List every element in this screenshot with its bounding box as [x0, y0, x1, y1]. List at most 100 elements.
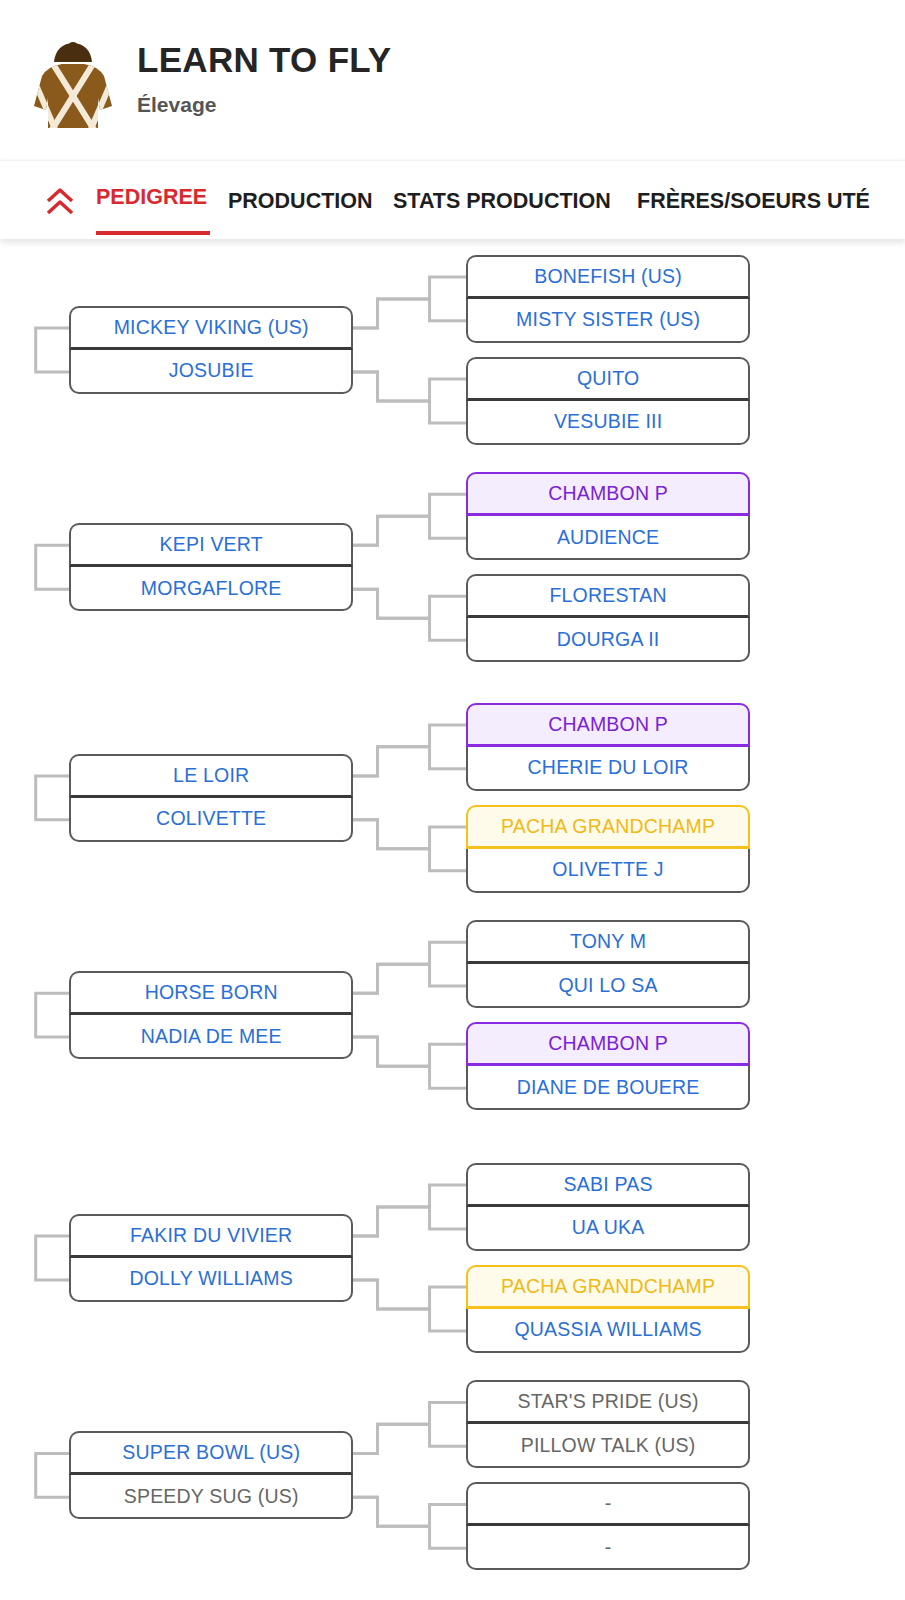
pedigree-connector: [353, 277, 466, 328]
horse-name: COLIVETTE: [156, 807, 266, 830]
horse-name: PILLOW TALK (US): [521, 1434, 696, 1457]
tab-label: PEDIGREE: [96, 185, 207, 210]
horse-name: DOLLY WILLIAMS: [129, 1267, 293, 1290]
horse-name: FAKIR DU VIVIER: [130, 1224, 292, 1247]
parent-box: SPEEDY SUG (US): [69, 1475, 353, 1519]
horse-name: PACHA GRANDCHAMP: [501, 1275, 715, 1298]
grandparent-box: VESUBIE III: [466, 401, 750, 445]
bracket-line: [36, 1236, 70, 1280]
horse-name: CHAMBON P: [548, 482, 668, 505]
grandparent-box: AUDIENCE: [466, 516, 750, 560]
parent-box: SUPER BOWL (US): [69, 1431, 353, 1475]
horse-name: HORSE BORN: [145, 981, 278, 1004]
bracket-line: [36, 776, 70, 820]
pedigree-connector: [353, 516, 466, 545]
grandparent-box: CHAMBON P: [466, 703, 750, 747]
grandparent-box: BONEFISH (US): [466, 255, 750, 299]
horse-name: -: [605, 1536, 612, 1559]
parent-box: MORGAFLORE: [69, 567, 353, 611]
grandparent-box: OLIVETTE J: [466, 849, 750, 893]
parent-box: LE LOIR: [69, 754, 353, 798]
pedigree-connector: [353, 942, 466, 993]
parent-box: NADIA DE MEE: [69, 1015, 353, 1059]
horse-name: QUITO: [577, 367, 639, 390]
horse-name: CHAMBON P: [548, 713, 668, 736]
pedigree-connector: [353, 820, 466, 849]
pedigree-connector: [353, 1207, 466, 1236]
tab-label: PRODUCTION: [228, 189, 373, 214]
pedigree-connector: [353, 1424, 466, 1453]
parent-box: FAKIR DU VIVIER: [69, 1214, 353, 1258]
grandparent-box: SABI PAS: [466, 1163, 750, 1207]
parent-box: COLIVETTE: [69, 798, 353, 842]
grandparent-box: CHAMBON P: [466, 1022, 750, 1066]
parent-box: JOSUBIE: [69, 350, 353, 394]
horse-name: LE LOIR: [173, 764, 249, 787]
horse-name: PACHA GRANDCHAMP: [501, 815, 715, 838]
grandparent-box: CHERIE DU LOIR: [466, 747, 750, 791]
horse-name: SUPER BOWL (US): [122, 1441, 300, 1464]
grandparent-box: PACHA GRANDCHAMP: [466, 805, 750, 849]
pedigree-connector: [353, 494, 466, 545]
pedigree-connector: [353, 725, 466, 776]
subtitle: Élevage: [137, 93, 216, 117]
pedigree-connector: [353, 589, 466, 640]
grandparent-box: -: [466, 1526, 750, 1570]
parent-box: MICKEY VIKING (US): [69, 306, 353, 350]
pedigree-connector: [353, 372, 466, 401]
horse-name: UA UKA: [572, 1216, 645, 1239]
pedigree-connector: [353, 372, 466, 423]
pedigree-connector: [353, 1497, 466, 1548]
grandparent-box: STAR'S PRIDE (US): [466, 1380, 750, 1424]
horse-name: QUI LO SA: [558, 974, 657, 997]
grandparent-box: MISTY SISTER (US): [466, 299, 750, 343]
pedigree-connector: [353, 747, 466, 776]
horse-name: MORGAFLORE: [141, 577, 282, 600]
pedigree-connector: [353, 1402, 466, 1453]
horse-name: FLORESTAN: [549, 584, 666, 607]
grandparent-box: TONY M: [466, 920, 750, 964]
pedigree-connector: [353, 589, 466, 618]
parent-box: KEPI VERT: [69, 523, 353, 567]
pedigree-connector: [353, 1280, 466, 1309]
tab-label: STATS PRODUCTION: [393, 189, 611, 214]
grandparent-box: DOURGA II: [466, 618, 750, 662]
pedigree-connector: [353, 964, 466, 993]
tab-label: FRÈRES/SOEURS UTÉ: [637, 189, 870, 214]
grandparent-box: QUITO: [466, 357, 750, 401]
parent-box: DOLLY WILLIAMS: [69, 1258, 353, 1302]
horse-name: -: [605, 1492, 612, 1515]
horse-name: CHERIE DU LOIR: [528, 756, 689, 779]
horse-name: AUDIENCE: [557, 526, 659, 549]
grandparent-box: QUASSIA WILLIAMS: [466, 1309, 750, 1353]
horse-name: TONY M: [570, 930, 646, 953]
horse-name: STAR'S PRIDE (US): [517, 1390, 698, 1413]
pedigree-connector: [353, 299, 466, 328]
horse-name: JOSUBIE: [169, 359, 254, 382]
parent-box: HORSE BORN: [69, 971, 353, 1015]
header-panel: [0, 0, 905, 160]
pedigree-connector: [353, 820, 466, 871]
horse-name: VESUBIE III: [554, 410, 662, 433]
collapse-chevron-icon: [44, 185, 76, 217]
horse-name: OLIVETTE J: [552, 858, 663, 881]
jockey-silk-icon: [28, 36, 118, 131]
horse-name: BONEFISH (US): [534, 265, 682, 288]
pedigree-connector: [353, 1037, 466, 1066]
grandparent-box: DIANE DE BOUERE: [466, 1066, 750, 1110]
pedigree-connector: [353, 1497, 466, 1526]
pedigree-connector: [353, 1037, 466, 1088]
horse-name: KEPI VERT: [160, 533, 263, 556]
horse-name: MISTY SISTER (US): [516, 308, 700, 331]
grandparent-box: CHAMBON P: [466, 472, 750, 516]
grandparent-box: QUI LO SA: [466, 964, 750, 1008]
horse-name: MICKEY VIKING (US): [114, 316, 309, 339]
horse-name: NADIA DE MEE: [141, 1025, 282, 1048]
grandparent-box: UA UKA: [466, 1207, 750, 1251]
grandparent-box: PACHA GRANDCHAMP: [466, 1265, 750, 1309]
pedigree-connector: [353, 1280, 466, 1331]
bracket-line: [36, 545, 70, 589]
grandparent-box: FLORESTAN: [466, 574, 750, 618]
pedigree-connector: [353, 1185, 466, 1236]
horse-name: SABI PAS: [564, 1173, 653, 1196]
